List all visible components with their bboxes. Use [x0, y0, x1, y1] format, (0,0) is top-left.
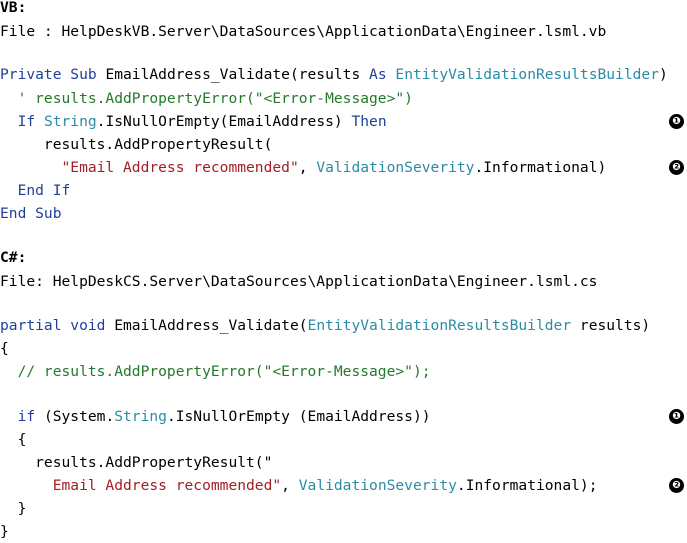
vb-code-line: End Sub: [0, 202, 62, 225]
keyword-token: If: [0, 113, 36, 130]
cs-code-line: Email Address recommended", ValidationSe…: [0, 474, 598, 497]
text-token: ,: [298, 159, 317, 176]
cs-code-line: {: [0, 428, 27, 451]
vb-file-path: File : HelpDeskVB.Server\DataSources\App…: [0, 23, 607, 40]
text-token: results): [571, 317, 651, 334]
vb-code-line: ' results.AddPropertyError("<Error-Messa…: [0, 87, 413, 110]
text-token: EmailAddress_Validate(: [105, 317, 308, 334]
comment-token: // results.AddPropertyError("<Error-Mess…: [0, 363, 431, 380]
keyword-token: End Sub: [0, 205, 62, 222]
vb-code-line: results.AddPropertyResult(: [0, 133, 272, 156]
cs-code-line: // results.AddPropertyError("<Error-Mess…: [0, 360, 431, 383]
string-token: Email Address recommended": [0, 477, 282, 494]
cs-heading: C#:: [0, 249, 27, 266]
type-token: String: [43, 113, 97, 130]
callout-1-marker: ❶: [669, 114, 684, 129]
text-token: EmailAddress_Validate(results: [96, 66, 370, 83]
keyword-token: if: [0, 408, 36, 425]
text-token: results.AddPropertyResult(: [0, 136, 273, 153]
text-token: }: [0, 523, 9, 540]
cs-code-line: }: [0, 497, 27, 520]
type-token: ValidationSeverity: [298, 477, 457, 494]
text-token: (System.: [35, 408, 115, 425]
text-token: ,: [281, 477, 299, 494]
type-token: EntityValidationResultsBuilder: [395, 66, 659, 83]
keyword-token: Then: [351, 113, 387, 130]
string-token: "Email Address recommended": [0, 159, 299, 176]
keyword-token: As: [369, 66, 387, 83]
keyword-token: End If: [0, 182, 71, 199]
comment-token: ' results.AddPropertyError("<Error-Messa…: [0, 90, 413, 107]
callout-2-marker: ❷: [669, 160, 684, 175]
text-token: .Informational);: [456, 477, 598, 494]
vb-heading: VB:: [0, 0, 27, 16]
cs-code-line: {: [0, 337, 9, 360]
vb-code-line: "Email Address recommended", ValidationS…: [0, 156, 607, 179]
text-token: [35, 113, 44, 130]
cs-code-line: results.AddPropertyResult(": [0, 451, 272, 474]
vb-code-line: End If: [0, 179, 71, 202]
text-token: }: [0, 500, 27, 517]
text-token: results.AddPropertyResult(": [0, 454, 273, 471]
text-token: .IsNullOrEmpty (EmailAddress)): [166, 408, 431, 425]
vb-code-line: If String.IsNullOrEmpty(EmailAddress) Th…: [0, 110, 387, 133]
type-token: EntityValidationResultsBuilder: [307, 317, 572, 334]
keyword-token: Private Sub: [0, 66, 97, 83]
type-token: ValidationSeverity: [316, 159, 475, 176]
text-token: .IsNullOrEmpty(EmailAddress): [96, 113, 352, 130]
callout-1-marker: ❶: [669, 409, 684, 424]
cs-file-path: File: HelpDeskCS.Server\DataSources\Appl…: [0, 273, 598, 290]
text-token: {: [0, 340, 9, 357]
callout-2-marker: ❷: [669, 478, 684, 493]
text-token: {: [0, 431, 27, 448]
vb-code-line: Private Sub EmailAddress_Validate(result…: [0, 63, 668, 86]
text-token: .Informational): [474, 159, 607, 176]
text-token: ): [659, 66, 668, 83]
cs-code-line: partial void EmailAddress_Validate(Entit…: [0, 314, 650, 337]
keyword-token: partial void: [0, 317, 106, 334]
type-token: String: [114, 408, 167, 425]
cs-code-line: }: [0, 520, 9, 543]
cs-code-line: if (System.String.IsNullOrEmpty (EmailAd…: [0, 405, 431, 428]
